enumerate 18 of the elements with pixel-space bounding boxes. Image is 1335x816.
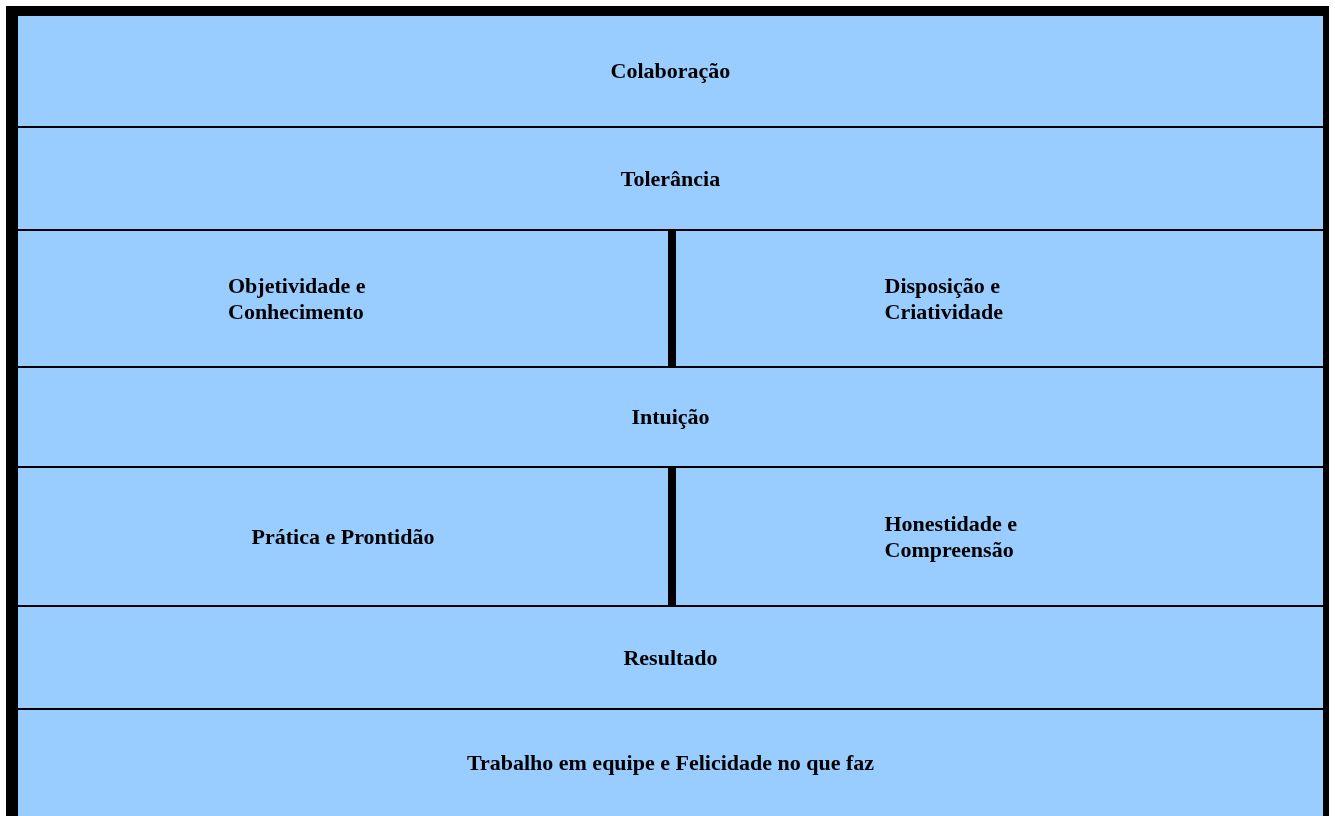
table-cell [676,231,1323,366]
cell-text: Objetividade e Conhecimento [228,272,367,325]
table-cell [18,231,668,366]
cell-text: Prática e Prontidão [251,523,435,550]
cell-text: Trabalho em equipe e Felicidade no que faz [466,750,875,776]
table-cell [18,710,1323,816]
cell-text: Disposição e Criatividade [884,272,1005,325]
cell-text: Honestidade e Compreensão [884,510,1019,563]
table-cell [18,128,1323,229]
table-cell [18,368,1323,466]
table-cell [676,468,1323,605]
table-cell [18,607,1323,708]
cell-text: Colaboração [610,58,731,84]
table-cell [18,468,668,605]
cell-text: Intuição [631,404,710,430]
cell-text: Tolerância [620,165,721,192]
table-cell [18,16,1323,126]
cell-text: Resultado [623,644,718,671]
